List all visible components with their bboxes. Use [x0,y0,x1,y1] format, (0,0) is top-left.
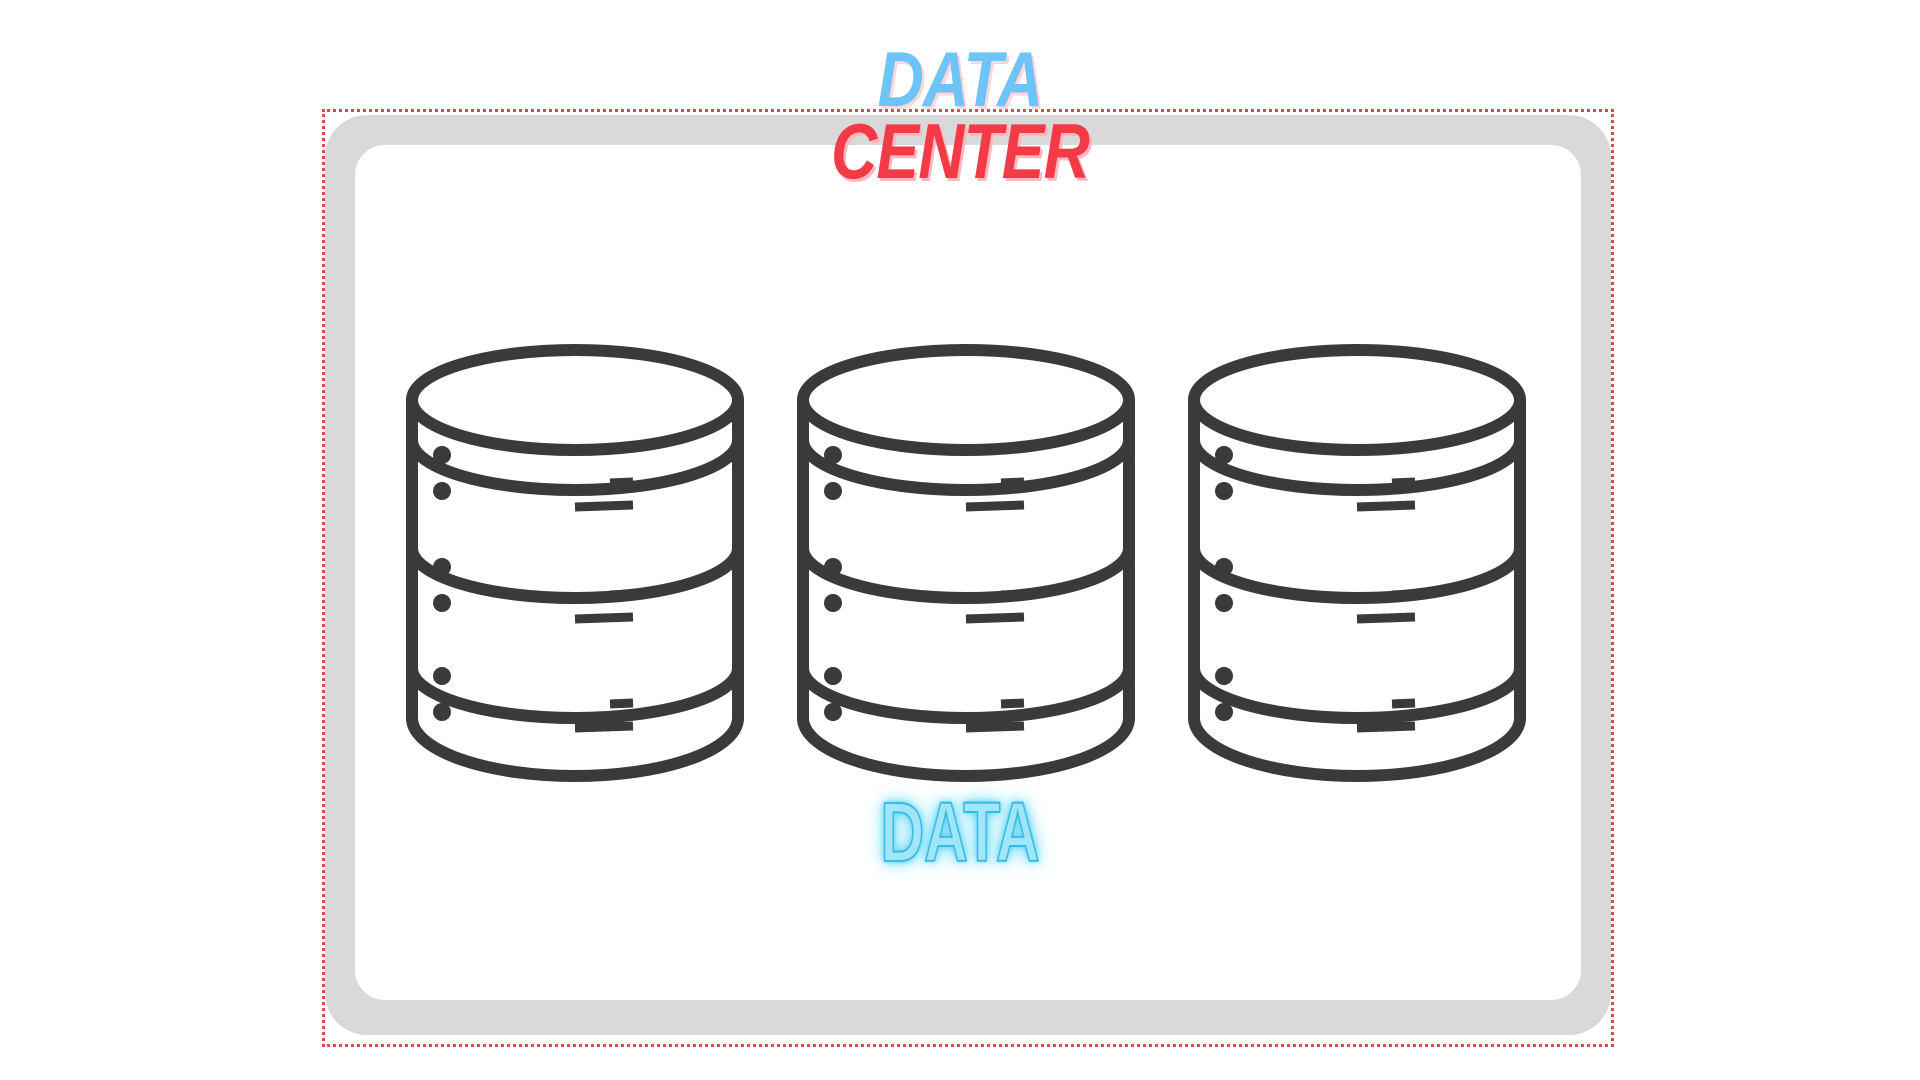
database-server-icon [1188,344,1526,782]
data-label: DATA [880,785,1040,879]
title-line-center: CENTER [830,107,1090,195]
title-line-data: DATA [877,35,1044,123]
database-server-icon [406,344,744,782]
tablet-screen [355,145,1581,1000]
database-server-icon [797,344,1135,782]
selection-frame [322,109,1614,1047]
